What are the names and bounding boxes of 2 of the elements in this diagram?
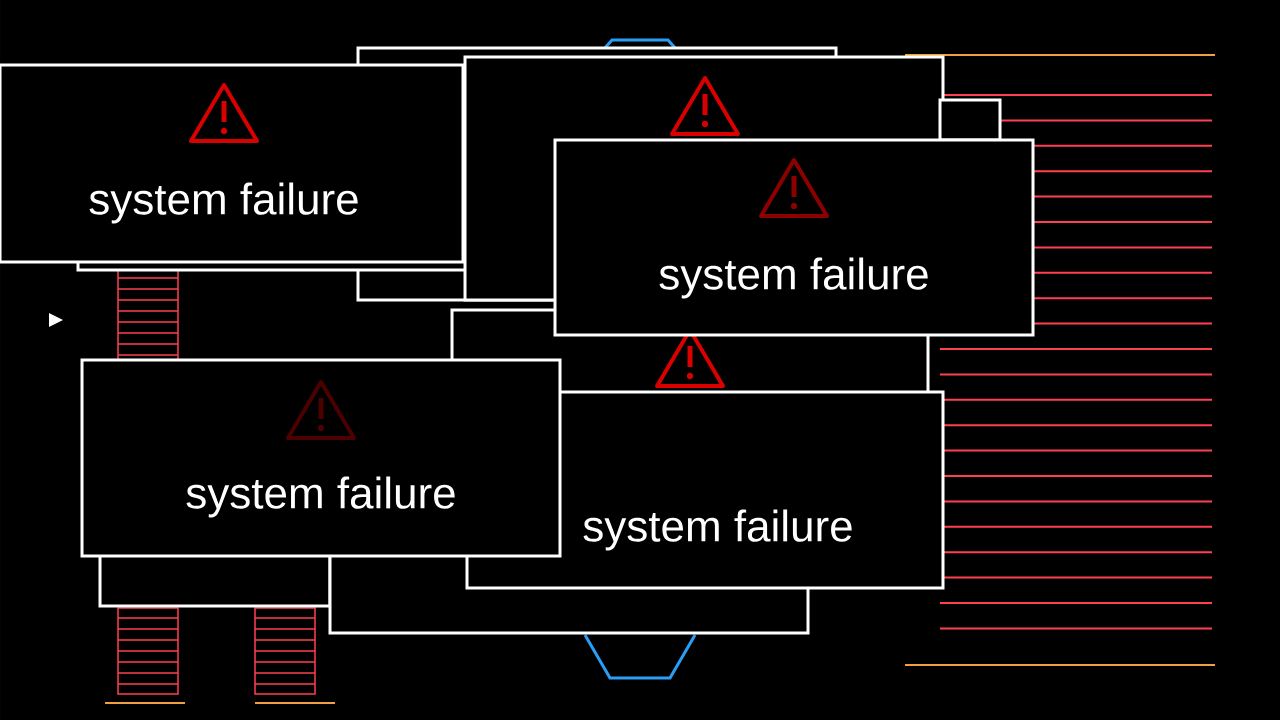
alert-window: system failure	[0, 63, 465, 264]
alert-window: system failure	[553, 138, 1035, 337]
